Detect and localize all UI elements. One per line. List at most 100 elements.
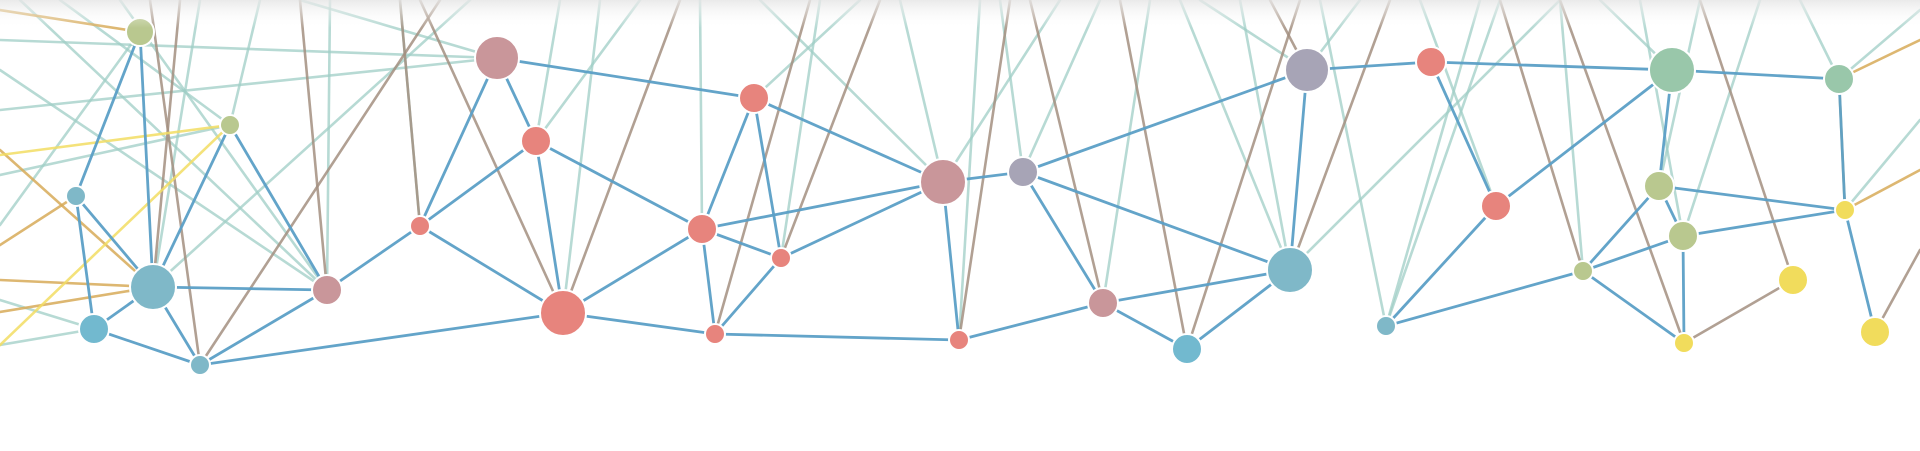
network-edge <box>0 123 232 157</box>
network-node <box>1859 316 1891 348</box>
network-node <box>1777 264 1809 296</box>
network-edge <box>1429 60 1498 208</box>
network-edge <box>898 0 945 184</box>
network-node <box>1284 47 1330 93</box>
network-edge <box>1021 0 1102 174</box>
network-edge <box>151 0 202 289</box>
network-node <box>1007 156 1039 188</box>
network-edge <box>941 0 1062 184</box>
network-node <box>1375 315 1397 337</box>
network-edge <box>138 30 155 289</box>
network-edge <box>418 56 499 228</box>
network-edge <box>700 180 945 231</box>
network-edges <box>0 0 1920 367</box>
network-edge <box>998 0 1025 174</box>
network-node <box>539 289 587 337</box>
network-edge <box>758 0 945 184</box>
network-edge <box>957 0 982 342</box>
network-node <box>1834 199 1856 221</box>
network-edge <box>151 123 232 289</box>
network-node <box>520 125 552 157</box>
network-edge <box>1558 0 1686 345</box>
network-edge <box>1581 269 1686 345</box>
network-node <box>770 247 792 269</box>
network-edge <box>1318 0 1388 328</box>
network-edge <box>0 278 155 289</box>
network-edge <box>779 0 882 260</box>
network-edge <box>1185 0 1302 351</box>
network-edge <box>0 148 155 289</box>
network-edge <box>561 0 682 315</box>
network-edge <box>151 285 329 292</box>
network-edge <box>561 0 602 315</box>
network-edge <box>325 224 422 292</box>
network-edge <box>1843 118 1920 212</box>
network-edge <box>713 0 812 336</box>
network-edge <box>0 123 232 177</box>
network-edge <box>957 0 1012 342</box>
network-node <box>1480 190 1512 222</box>
network-edge <box>418 139 538 228</box>
network-edge <box>561 227 704 315</box>
network-node <box>409 215 431 237</box>
network-edge <box>1021 170 1292 272</box>
network-edge <box>752 96 783 260</box>
network-edge <box>151 0 472 289</box>
network-edge <box>148 0 202 367</box>
network-node <box>189 354 211 376</box>
network-edge <box>198 311 565 367</box>
network-node <box>1087 287 1119 319</box>
network-edge <box>941 180 961 342</box>
network-edge <box>74 30 142 198</box>
network-edge <box>1118 0 1189 351</box>
network-edge <box>298 0 329 292</box>
network-node <box>78 313 110 345</box>
network-edge <box>18 0 329 292</box>
network-node <box>65 185 87 207</box>
network-node <box>219 114 241 136</box>
network-edge <box>1498 0 1585 273</box>
network-edge <box>1843 208 1877 334</box>
network-edge <box>198 0 442 367</box>
network-edge <box>779 180 945 260</box>
network-node <box>686 213 718 245</box>
network-edge <box>1843 168 1920 212</box>
network-edge <box>151 0 182 289</box>
network-edge <box>1681 0 1762 238</box>
network-edge <box>957 301 1105 342</box>
network-edge <box>0 30 142 227</box>
network-edge <box>1681 208 1847 238</box>
network-edge <box>92 327 202 367</box>
network-edge <box>561 311 717 336</box>
network-edge <box>534 139 565 315</box>
network-edge <box>1670 68 1841 81</box>
network-edge <box>1238 0 1292 272</box>
network-edge <box>495 56 756 100</box>
network-node <box>129 263 177 311</box>
network-edge <box>325 0 332 292</box>
network-edge <box>1698 0 1795 282</box>
network-edge <box>1384 269 1585 328</box>
network-edge <box>1384 204 1498 328</box>
network-node <box>1643 170 1675 202</box>
network-edge <box>752 96 945 184</box>
network-edge <box>698 0 704 231</box>
network-edge <box>1288 68 1309 272</box>
network-node <box>1266 246 1314 294</box>
network-edge <box>1384 0 1502 328</box>
network-node <box>919 158 967 206</box>
network-edge <box>1101 268 1292 305</box>
network-edge <box>1429 60 1674 72</box>
network-edge <box>1494 68 1674 208</box>
network-edge <box>0 298 96 331</box>
network-edge <box>700 227 717 336</box>
network-edge <box>1021 170 1105 305</box>
network-edge <box>700 96 756 231</box>
network-node <box>1572 260 1594 282</box>
network-node <box>1673 332 1695 354</box>
network-edge <box>0 123 232 347</box>
network-edge <box>713 332 961 342</box>
network-edge <box>1101 0 1152 305</box>
network-node <box>948 329 970 351</box>
network-edge <box>228 123 329 292</box>
